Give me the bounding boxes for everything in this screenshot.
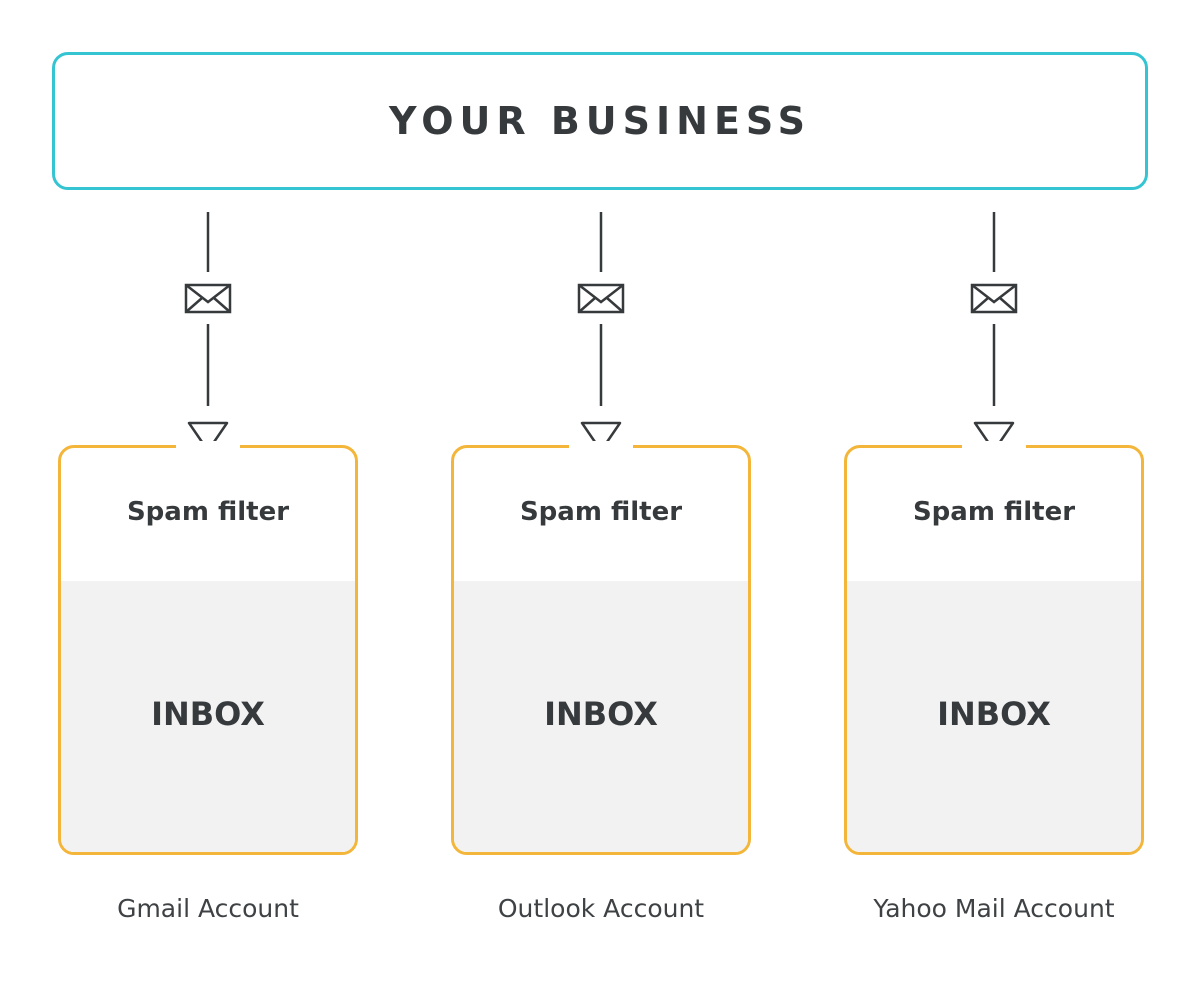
inbox-section: INBOX	[454, 581, 748, 852]
inbox-label: INBOX	[151, 694, 265, 733]
inbox-label: INBOX	[937, 694, 1051, 733]
envelope-icon	[577, 283, 625, 314]
spam-filter-label: Spam filter	[126, 497, 290, 527]
account-box: Spam filter INBOX	[451, 445, 751, 855]
account-yahoo: Spam filter INBOX Yahoo Mail Account	[844, 441, 1144, 923]
border-gap	[569, 441, 633, 449]
business-title: YOUR BUSINESS	[389, 99, 811, 143]
spam-filter-section: Spam filter	[454, 448, 748, 581]
inbox-label: INBOX	[544, 694, 658, 733]
spam-filter-label: Spam filter	[519, 497, 683, 527]
account-box: Spam filter INBOX	[844, 445, 1144, 855]
spam-filter-label: Spam filter	[912, 497, 1076, 527]
business-box: YOUR BUSINESS	[52, 52, 1148, 190]
account-label: Yahoo Mail Account	[873, 894, 1115, 923]
account-label: Gmail Account	[117, 894, 299, 923]
border-gap	[962, 441, 1026, 449]
connector-2	[577, 212, 625, 469]
envelope-icon	[184, 283, 232, 314]
spam-filter-section: Spam filter	[61, 448, 355, 581]
connector-1	[184, 212, 232, 469]
inbox-section: INBOX	[847, 581, 1141, 852]
border-gap	[176, 441, 240, 449]
account-outlook: Spam filter INBOX Outlook Account	[451, 441, 751, 923]
inbox-section: INBOX	[61, 581, 355, 852]
account-label: Outlook Account	[497, 894, 705, 923]
account-box: Spam filter INBOX	[58, 445, 358, 855]
envelope-icon	[970, 283, 1018, 314]
spam-filter-section: Spam filter	[847, 448, 1141, 581]
account-gmail: Spam filter INBOX Gmail Account	[58, 441, 358, 923]
connector-3	[970, 212, 1018, 469]
